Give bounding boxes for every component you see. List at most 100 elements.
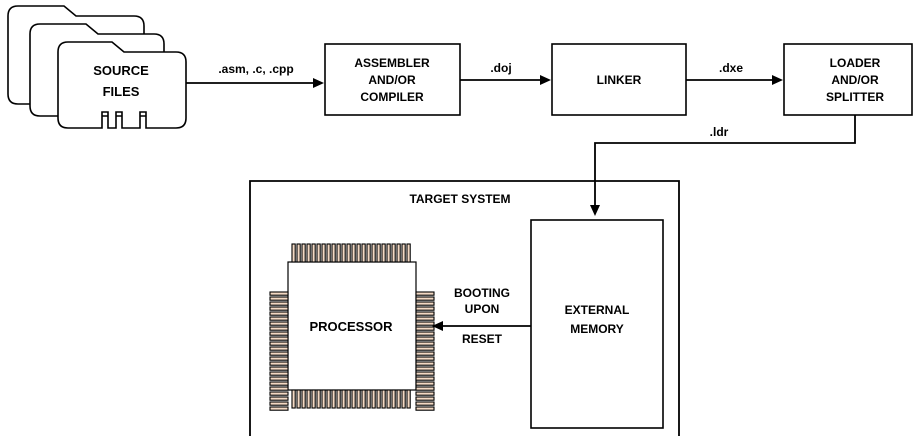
edge-label-doj: .doj [490, 61, 511, 75]
processor-pin [311, 389, 316, 409]
processor-pin [341, 243, 346, 263]
processor-pin [311, 243, 316, 263]
assembler-label-line2: AND/OR [368, 73, 416, 87]
processor-pin [269, 391, 289, 396]
processor-pin [415, 381, 435, 386]
processor-pin [415, 341, 435, 346]
processor-pin [401, 243, 406, 263]
processor-pin [376, 243, 381, 263]
processor-pin [269, 351, 289, 356]
processor-pin [321, 389, 326, 409]
processor-pin [366, 243, 371, 263]
processor-pin [391, 389, 396, 409]
processor-pin [415, 336, 435, 341]
processor-pin [415, 396, 435, 401]
processor-pin [269, 311, 289, 316]
processor-pin [396, 243, 401, 263]
processor-pin [366, 389, 371, 409]
processor-pin [415, 376, 435, 381]
processor-pin [291, 243, 296, 263]
pins-left [269, 291, 289, 411]
target-system-container: TARGET SYSTEM [249, 180, 680, 436]
processor-pin [306, 389, 311, 409]
edge-assembler-to-linker: .doj [460, 61, 551, 85]
processor-pin [356, 389, 361, 409]
processor-pin [269, 331, 289, 336]
processor-pin [415, 386, 435, 391]
edge-label-upon: UPON [465, 302, 500, 316]
pins-top [291, 243, 411, 263]
source-file-sheet-front [57, 41, 187, 129]
processor-pin [415, 331, 435, 336]
processor-pin [301, 389, 306, 409]
processor-pin [415, 316, 435, 321]
processor-pin [396, 389, 401, 409]
edge-source-to-assembler: .asm, .c, .cpp [186, 62, 324, 88]
target-system-title: TARGET SYSTEM [409, 192, 510, 206]
edge-label-reset: RESET [462, 332, 503, 346]
edge-label-booting: BOOTING [454, 286, 510, 300]
processor-pin [346, 389, 351, 409]
processor-pin [386, 389, 391, 409]
processor-pin [415, 391, 435, 396]
processor-pin [269, 346, 289, 351]
edge-loader-to-memory: .ldr [590, 115, 856, 216]
processor-pin [346, 243, 351, 263]
processor-pin [269, 321, 289, 326]
arrowhead [313, 78, 324, 88]
external-memory-box [530, 219, 664, 429]
processor-pin [415, 361, 435, 366]
processor-pin [415, 296, 435, 301]
processor-pin [269, 291, 289, 296]
processor-pin [291, 389, 296, 409]
processor-pin [415, 356, 435, 361]
processor-pin [415, 401, 435, 406]
processor-pin [415, 371, 435, 376]
processor-pin [415, 351, 435, 356]
processor-pin [269, 381, 289, 386]
processor-pin [415, 346, 435, 351]
processor-pin [361, 243, 366, 263]
external-memory-node: EXTERNAL MEMORY [530, 219, 664, 429]
processor-pin [415, 366, 435, 371]
edge-memory-to-processor: BOOTING UPON RESET [432, 286, 531, 346]
processor-pin [269, 376, 289, 381]
processor-pin [415, 326, 435, 331]
processor-pin [269, 336, 289, 341]
arrowhead [432, 321, 443, 331]
processor-pin [381, 243, 386, 263]
processor-pin [371, 243, 376, 263]
processor-pin [296, 243, 301, 263]
processor-pin [415, 321, 435, 326]
processor-pin [269, 301, 289, 306]
linker-box [551, 43, 687, 116]
processor-pin [269, 306, 289, 311]
loader-label-line1: LOADER [830, 56, 881, 70]
assembler-label-line3: COMPILER [360, 90, 424, 104]
processor-pin [269, 366, 289, 371]
processor-pin [406, 389, 411, 409]
processor-pin [361, 389, 366, 409]
processor-pin [296, 389, 301, 409]
processor-pin [371, 389, 376, 409]
source-files-label-line2: FILES [103, 84, 140, 99]
processor-pin [415, 306, 435, 311]
processor-pin [415, 311, 435, 316]
processor-body [287, 261, 417, 391]
processor-label: PROCESSOR [309, 319, 393, 334]
processor-pin [415, 301, 435, 306]
edge-label-dxe: .dxe [719, 61, 743, 75]
edge-label-ldr: .ldr [710, 125, 729, 139]
linker-node: LINKER [551, 43, 687, 116]
arrowhead [540, 75, 551, 85]
processor-pin [301, 243, 306, 263]
processor-pin [415, 406, 435, 411]
pins-right [415, 291, 435, 411]
processor-pin [356, 243, 361, 263]
processor-pin [376, 389, 381, 409]
processor-pin [316, 389, 321, 409]
processor-pin [269, 316, 289, 321]
edge-linker-to-loader: .dxe [686, 61, 783, 85]
processor-pin [316, 243, 321, 263]
loader-splitter-node: LOADER AND/OR SPLITTER [783, 43, 913, 116]
